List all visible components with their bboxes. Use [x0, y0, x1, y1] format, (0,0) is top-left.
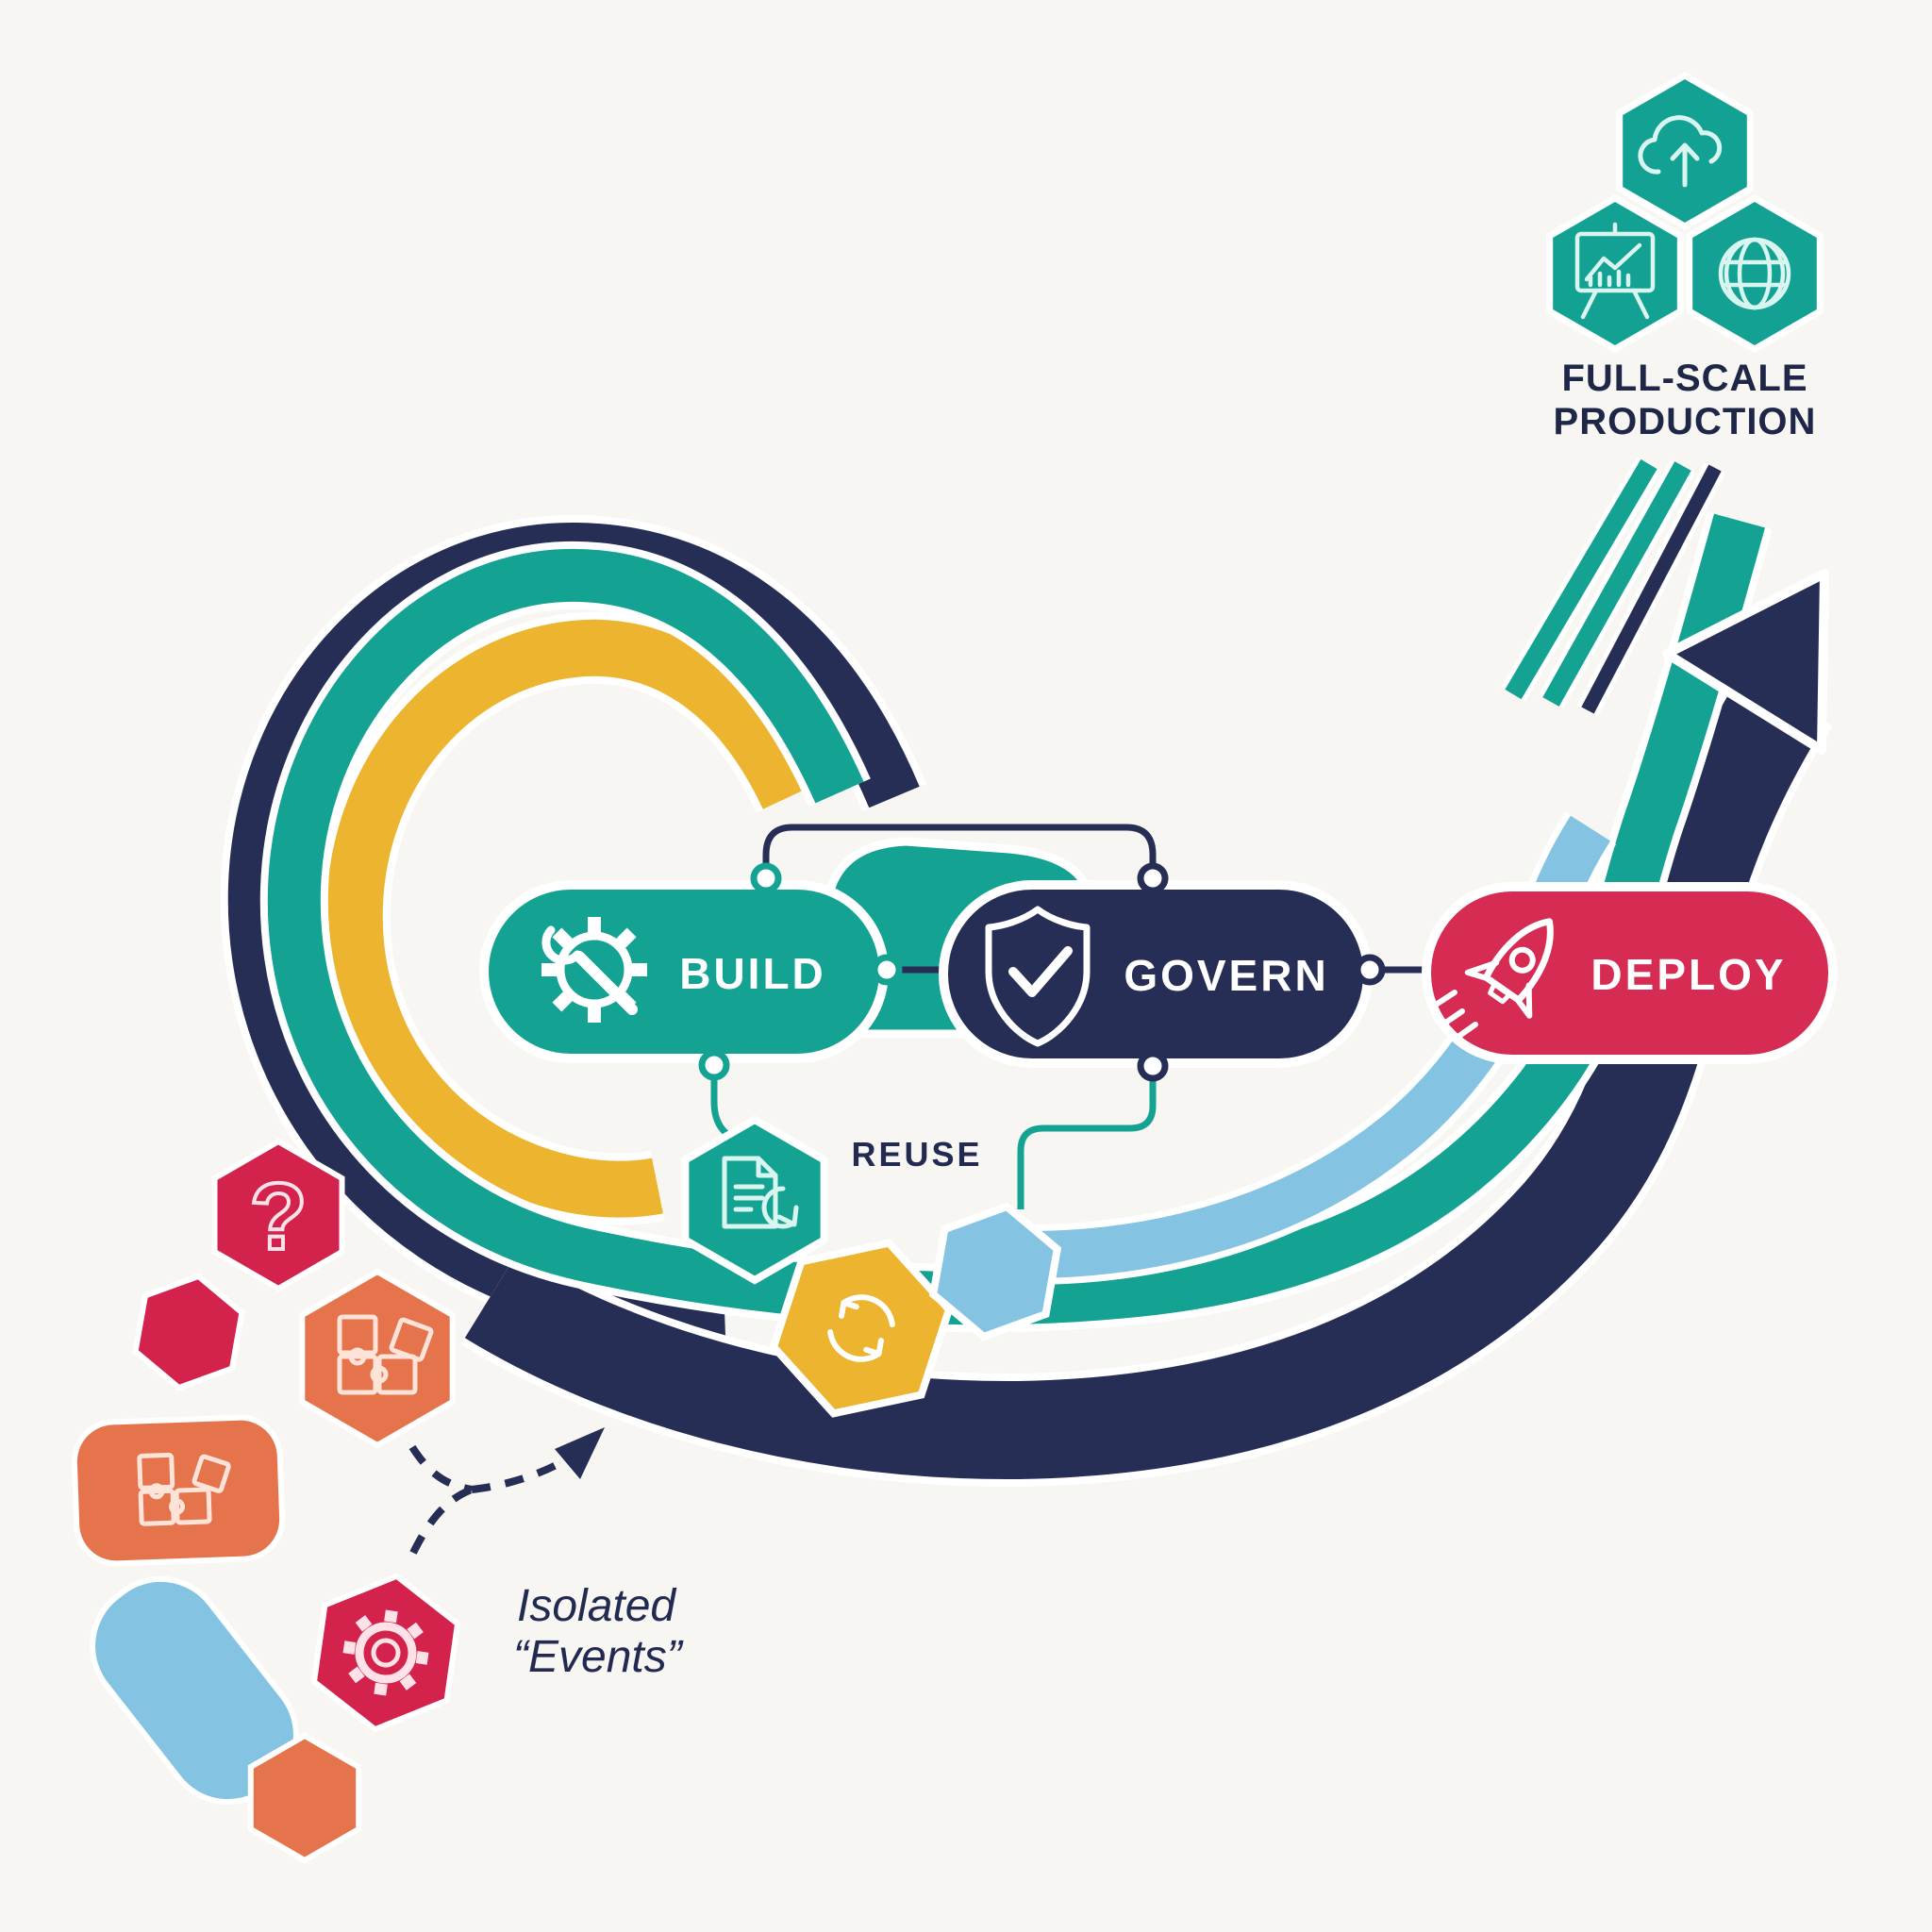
- document-refresh-icon: [722, 1156, 799, 1229]
- globe-icon: [1718, 237, 1791, 310]
- hexagon-crimson-small: [132, 1273, 245, 1391]
- connector-dots: [698, 862, 1386, 1082]
- stage-pills: BUILD GOVERN DEPLOY: [479, 880, 1838, 1068]
- isolated-label-line2: “Events”: [513, 1632, 684, 1682]
- full-scale-arrow: [1501, 457, 1829, 755]
- hexagon-puzzle: [299, 1268, 456, 1449]
- govern-label: GOVERN: [1124, 951, 1328, 1000]
- full-scale-production: FULL-SCALE PRODUCTION: [1546, 71, 1824, 442]
- full-scale-label-line2: PRODUCTION: [1554, 401, 1817, 442]
- hexagon-orange-small: [247, 1732, 362, 1864]
- hexagon-cloud: [1616, 71, 1754, 231]
- presentation-chart-icon: [1574, 222, 1656, 320]
- wire-build-govern-top: [762, 824, 1157, 878]
- hexagon-presentation: [1546, 193, 1684, 354]
- isolated-events-dashed-arrow: [408, 1444, 578, 1555]
- build-label: BUILD: [679, 949, 826, 998]
- stage-govern: GOVERN: [939, 880, 1373, 1068]
- isolated-events-cluster: ?: [71, 1138, 684, 1864]
- reuse-hexagon-document: [681, 1115, 828, 1285]
- stage-build: BUILD: [479, 880, 889, 1063]
- puzzle-icon: [337, 1314, 434, 1395]
- hexagon-question: ?: [211, 1138, 345, 1292]
- isolated-events-label: Isolated “Events”: [513, 1581, 684, 1682]
- puzzle-icon: [137, 1452, 231, 1526]
- arrow-head: [1662, 569, 1829, 755]
- gear-wrench-icon: [541, 917, 647, 1023]
- isolated-label-line1: Isolated: [517, 1581, 676, 1631]
- rocket-icon: [1433, 918, 1554, 1039]
- wire-govern-reuse: [1017, 1066, 1157, 1209]
- dot-govern-right: [1354, 954, 1386, 986]
- dot-govern-bottom: [1137, 1050, 1169, 1082]
- shield-check-icon: [985, 906, 1091, 1047]
- dot-govern-top: [1137, 862, 1169, 894]
- dashed-arrow-head: [555, 1427, 605, 1479]
- arrow-speed-stripes: [1501, 457, 1726, 716]
- reuse-label: REUSE: [851, 1135, 982, 1174]
- hexagon-globe: [1686, 193, 1824, 354]
- cloud-upload-icon: [1638, 115, 1723, 188]
- rounded-rect-puzzle: [71, 1414, 286, 1567]
- gear-icon: [342, 1609, 429, 1696]
- reuse-hexagon-plain: [928, 1202, 1062, 1341]
- question-mark-icon: ?: [249, 1164, 307, 1270]
- full-scale-label-line1: FULL-SCALE: [1561, 358, 1807, 399]
- dot-build-bottom: [698, 1049, 730, 1081]
- dot-build-top: [750, 862, 782, 894]
- loop-ring-yellow: [318, 611, 822, 1225]
- dot-build-right: [871, 954, 903, 986]
- hexagon-gear: [310, 1573, 461, 1733]
- stage-deploy: DEPLOY: [1422, 882, 1838, 1064]
- reuse-hexagons: [681, 1115, 1062, 1418]
- deploy-label: DEPLOY: [1591, 950, 1786, 999]
- sync-arrows-icon: [827, 1294, 895, 1362]
